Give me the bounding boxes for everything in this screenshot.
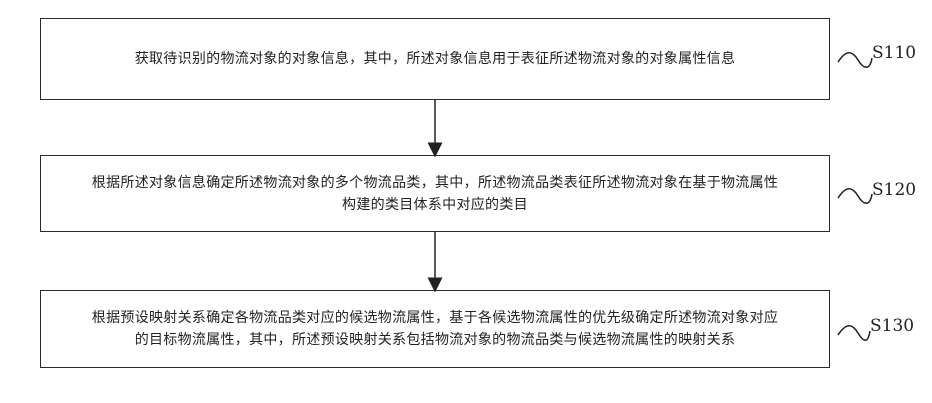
step-s120-label: S120 <box>872 180 916 200</box>
leader-s110 <box>838 53 872 68</box>
step-s130-label: S130 <box>870 316 914 336</box>
step-s110-label: S110 <box>872 43 916 63</box>
leader-s120 <box>838 189 872 204</box>
leader-s130 <box>838 326 870 341</box>
